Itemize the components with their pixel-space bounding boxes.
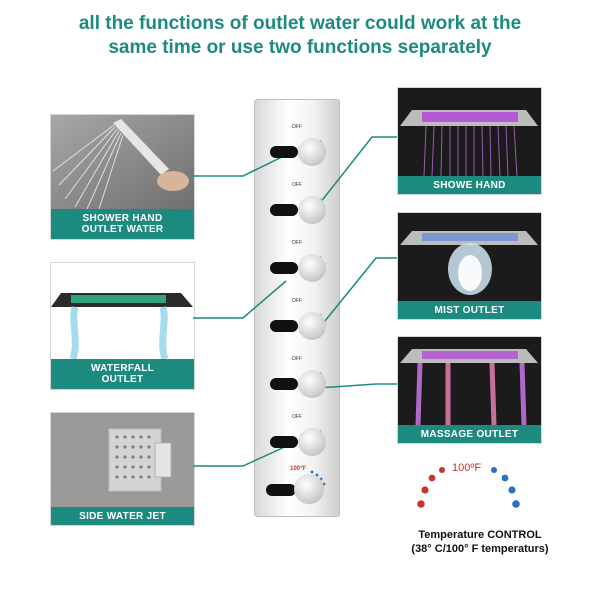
- mist-outlet-caption: MIST OUTLET: [398, 301, 541, 319]
- thermostat-valve[interactable]: 100°F: [262, 466, 338, 512]
- mist-outlet-caption-text: MIST OUTLET: [434, 304, 505, 316]
- connector-lines: [193, 136, 397, 467]
- valve-3-handle[interactable]: [270, 262, 298, 274]
- valve-6-handle[interactable]: [270, 436, 298, 448]
- valve-4[interactable]: OFF ON: [262, 298, 334, 350]
- thermostat-handle[interactable]: [266, 484, 296, 496]
- waterfall-caption-line-1: WATERFALL: [90, 363, 155, 374]
- valve-1-knob[interactable]: [298, 138, 326, 166]
- panel-waterfall: WATERFALL OUTLET: [50, 262, 195, 390]
- valve-2-handle[interactable]: [270, 204, 298, 216]
- temperature-control: Temperature CONTROL (38° C/100° F temper…: [370, 528, 590, 556]
- valve-2-knob[interactable]: [298, 196, 326, 224]
- waterfall-caption-line-2: OUTLET: [101, 374, 144, 385]
- headline-line-2: same time or use two functions separatel…: [108, 37, 492, 58]
- valve-4-knob[interactable]: [298, 312, 326, 340]
- showe-hand-caption: SHOWE HAND: [398, 176, 541, 194]
- valve-1[interactable]: OFF ON: [262, 124, 334, 176]
- panel-mist-outlet: MIST OUTLET: [397, 212, 542, 320]
- shower-hand-caption-line-1: SHOWER HAND: [82, 213, 163, 224]
- massage-image: [398, 337, 541, 425]
- side-water-jet-caption-line-1: SIDE WATER JET: [79, 510, 166, 522]
- temperature-control-title: Temperature CONTROL: [418, 529, 542, 541]
- panel-massage-outlet: MASSAGE OUTLET: [397, 336, 542, 444]
- mist-image: [398, 213, 541, 301]
- temperature-dial-hot-dots: [417, 467, 445, 508]
- valve-3-off-label: OFF: [292, 240, 302, 246]
- valve-5-handle[interactable]: [270, 378, 298, 390]
- valve-5-off-label: OFF: [292, 356, 302, 362]
- rain-panel-image: [398, 88, 541, 176]
- massage-outlet-caption-text: MASSAGE OUTLET: [420, 428, 519, 440]
- headline-line-1: all the functions of outlet water could …: [78, 13, 522, 34]
- temperature-dial-cold-dots: [491, 467, 520, 508]
- showe-hand-caption-text: SHOWE HAND: [433, 179, 506, 191]
- shower-hand-image: [51, 115, 194, 209]
- valve-4-off-label: OFF: [292, 298, 302, 304]
- waterfall-caption: WATERFALL OUTLET: [51, 359, 194, 389]
- massage-outlet-caption: MASSAGE OUTLET: [398, 425, 541, 443]
- valve-2[interactable]: OFF ON: [262, 182, 334, 234]
- thermostat-scale-label: 100°F: [290, 466, 307, 472]
- valve-5[interactable]: OFF ON: [262, 356, 334, 408]
- panel-showe-hand: SHOWE HAND: [397, 87, 542, 195]
- shower-hand-caption-line-2: OUTLET WATER: [81, 224, 164, 235]
- thermostat-knob[interactable]: [294, 474, 324, 504]
- valve-1-handle[interactable]: [270, 146, 298, 158]
- headline: all the functions of outlet water could …: [0, 12, 600, 60]
- valve-2-off-label: OFF: [292, 182, 302, 188]
- valve-6-knob[interactable]: [298, 428, 326, 456]
- shower-hand-caption: SHOWER HAND OUTLET WATER: [51, 209, 194, 239]
- panel-shower-hand: SHOWER HAND OUTLET WATER: [50, 114, 195, 240]
- valve-3-knob[interactable]: [298, 254, 326, 282]
- valve-1-off-label: OFF: [292, 124, 302, 130]
- waterfall-image: [51, 263, 194, 359]
- valve-plate: [254, 99, 340, 517]
- side-water-jet-image: [51, 413, 194, 507]
- panel-side-water-jet: SIDE WATER JET: [50, 412, 195, 526]
- temperature-control-subtitle: (38° C/100° F temperaturs): [411, 543, 549, 555]
- temperature-dial-label: 100ºF: [452, 462, 482, 474]
- valve-3[interactable]: OFF ON: [262, 240, 334, 292]
- side-water-jet-caption: SIDE WATER JET: [51, 507, 194, 525]
- valve-6-off-label: OFF: [292, 414, 302, 420]
- valve-4-handle[interactable]: [270, 320, 298, 332]
- valve-5-knob[interactable]: [298, 370, 326, 398]
- valve-6[interactable]: OFF ON: [262, 414, 334, 466]
